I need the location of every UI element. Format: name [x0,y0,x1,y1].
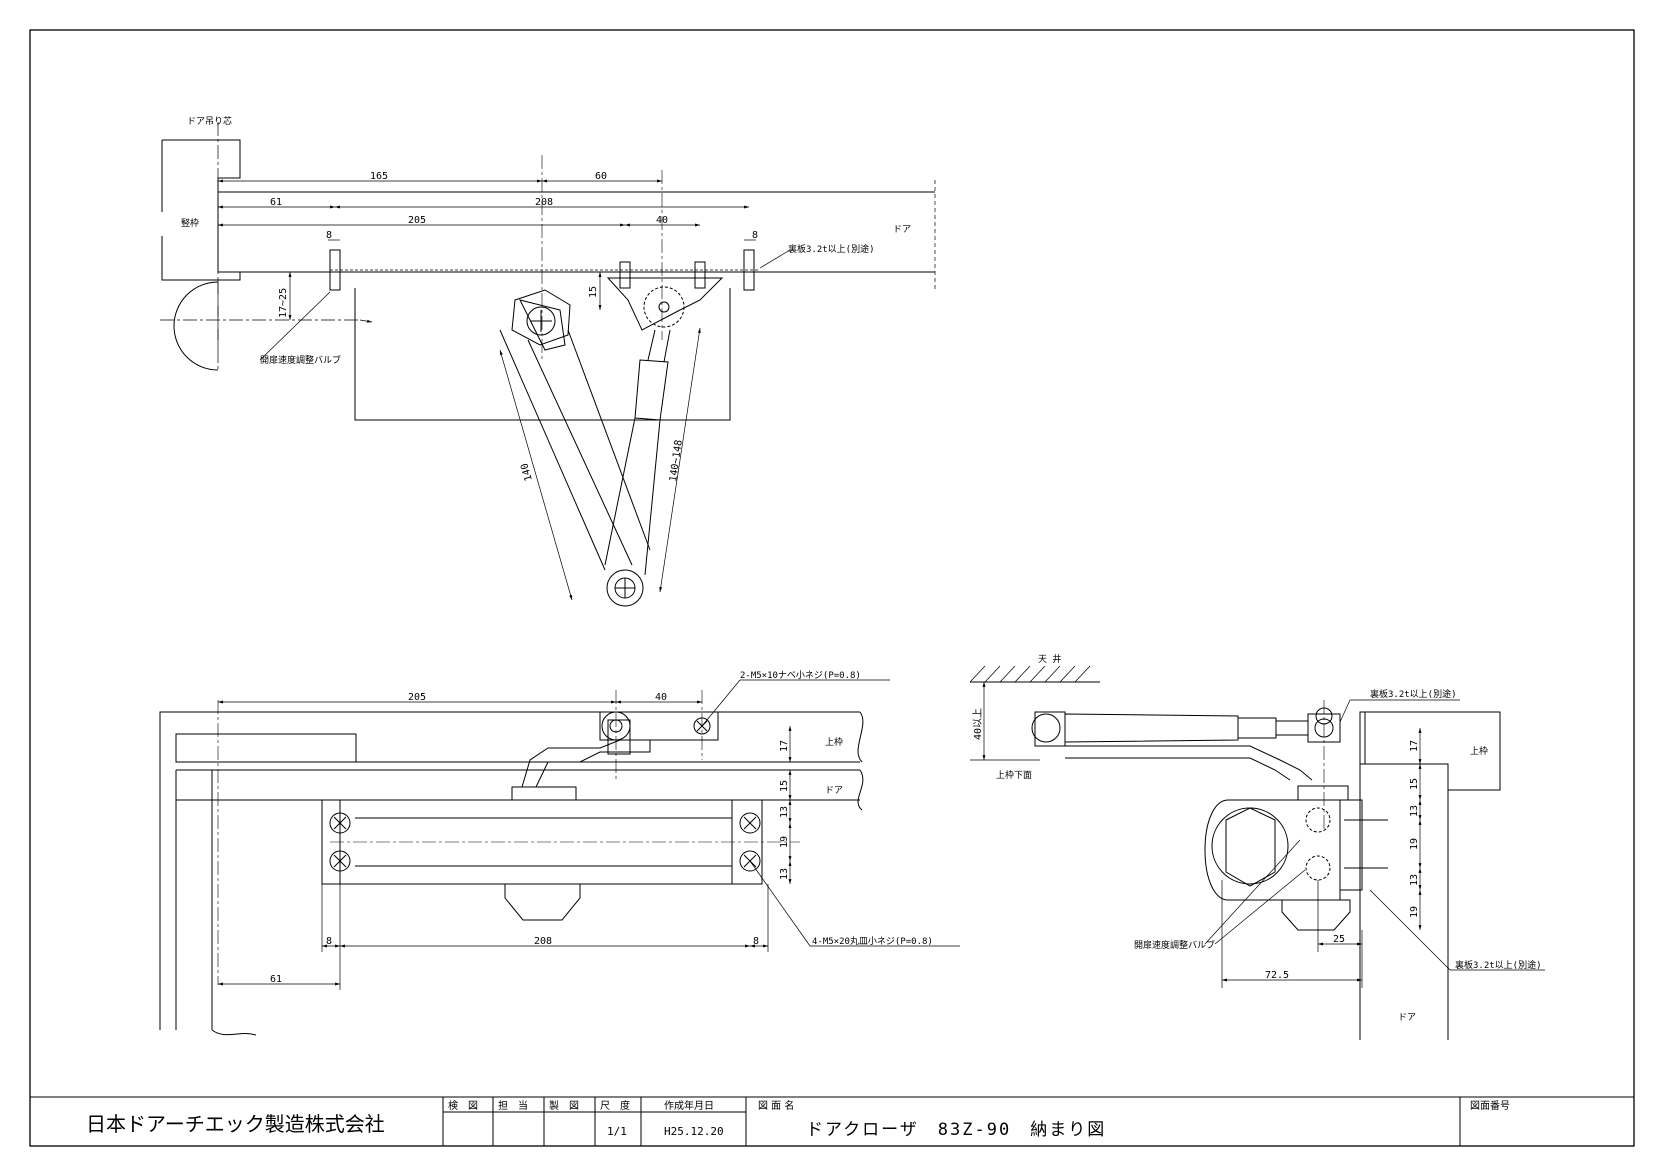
header-drawing-name: 図 面 名 [758,1099,794,1112]
side-dim-13-b: 13 [1409,874,1420,886]
title-block [30,1096,1634,1146]
body-screws-front [329,812,761,872]
dim-15: 15 [588,286,599,298]
dim-165: 165 [370,171,388,182]
drawing-title: ドアクローザ 83Z-90 納まり図 [806,1120,1106,1140]
label-hinge-center: ドア吊り芯 [187,115,232,127]
main-arm-plan [499,289,651,607]
label-frame-bottom: 上枠下面 [996,769,1032,781]
label-backing-plate: 裏板3.2t以上(別途) [788,243,875,255]
sheet-border [29,29,1635,1147]
door-swing-circle [173,281,219,371]
dim-8-left: 8 [326,230,332,241]
label-door: ドア [893,225,911,235]
closer-body-side [1204,785,1388,931]
side-dim-19-a: 19 [1409,838,1420,850]
header-scale: 尺 度 [600,1099,630,1112]
valve-front [504,883,581,921]
plan-view [160,122,936,607]
header-date: 作成年月日 [664,1099,714,1112]
label-top-frame-front: 上枠 [825,736,843,748]
header-inspect: 検 図 [448,1099,478,1112]
label-vertical-frame: 竪枠 [181,217,199,229]
dim-208: 208 [535,197,553,208]
front-dim-40: 40 [655,692,667,703]
arm-front [521,739,651,788]
dim-8-right: 8 [752,230,758,241]
header-drawn: 製 図 [549,1099,579,1112]
front-dim-13-b: 13 [779,868,790,880]
label-door-front: ドア [825,786,843,796]
dim-140: 140 [519,462,535,482]
door-outline [218,191,935,273]
front-dim-15: 15 [779,780,790,792]
label-speed-valve: 開扉速度調整バルブ [260,354,341,366]
dim-40: 40 [656,215,668,226]
dim-205: 205 [408,215,426,226]
title-block-text: 日本ドアーチエック製造株式会社 検 図 担 当 製 図 尺 度 作成年月日 図 … [86,1099,1510,1140]
door-side [1359,764,1449,1040]
label-valve-side: 開扉速度調整バルブ [1134,939,1215,951]
label-backing-top: 裏板3.2t以上(別途) [1370,688,1457,700]
header-charge: 担 当 [498,1099,528,1112]
front-dim-13-a: 13 [779,806,790,818]
front-dim-17: 17 [779,740,790,752]
label-top-frame-side: 上枠 [1470,745,1488,757]
front-dim-208: 208 [534,936,552,947]
dim-17-25: 17~25 [278,288,289,318]
front-dim-61: 61 [270,974,282,985]
dim-61: 61 [270,197,282,208]
label-door-side: ドア [1398,1013,1416,1023]
scale-value: 1/1 [607,1125,627,1138]
side-dim-25: 25 [1333,934,1345,945]
arm-bracket-plan [606,277,724,331]
front-dim-205: 205 [408,692,426,703]
front-dim-8-right: 8 [753,936,759,947]
label-backing-bottom: 裏板3.2t以上(別途) [1455,959,1542,971]
side-dim-15: 15 [1409,778,1420,790]
side-dim-40: 40以上 [972,708,984,740]
front-dim-19: 19 [779,836,790,848]
dim-60: 60 [595,171,607,182]
front-dim-8-left: 8 [326,936,332,947]
date-value: H25.12.20 [664,1125,724,1138]
vertical-frame [161,139,241,281]
side-dim-19-b: 19 [1409,906,1420,918]
label-screw-4: 4-M5×20丸皿小ネジ(P=0.8) [812,935,933,947]
side-dim-17: 17 [1409,740,1420,752]
label-ceiling: 天 井 [1038,653,1061,665]
plan-view-text: ドア吊り芯 竪枠 ドア 裏板3.2t以上(別途) 開扉速度調整バルブ 165 6… [181,115,911,482]
side-view [969,665,1545,1040]
side-dim-13-a: 13 [1409,805,1420,817]
front-view [159,679,960,1036]
side-dim-72-5: 72.5 [1265,970,1289,981]
label-screw-2: 2-M5×10ナベ小ネジ(P=0.8) [740,670,861,681]
dim-140-148: 140~148 [668,439,685,482]
side-view-text: 天 井 上枠下面 上枠 ドア 裏板3.2t以上(別途) 裏板3.2t以上(別途)… [972,653,1542,1023]
company-name: 日本ドアーチエック製造株式会社 [86,1112,385,1136]
arm-side [1031,700,1341,830]
closer-body-plan [354,288,731,421]
front-view-text: 205 40 2-M5×10ナベ小ネジ(P=0.8) 上枠 ドア 17 15 1… [270,670,933,985]
screws-plan [329,249,755,291]
top-frame-front [159,711,860,1030]
header-drawing-number: 図面番号 [1470,1100,1510,1112]
